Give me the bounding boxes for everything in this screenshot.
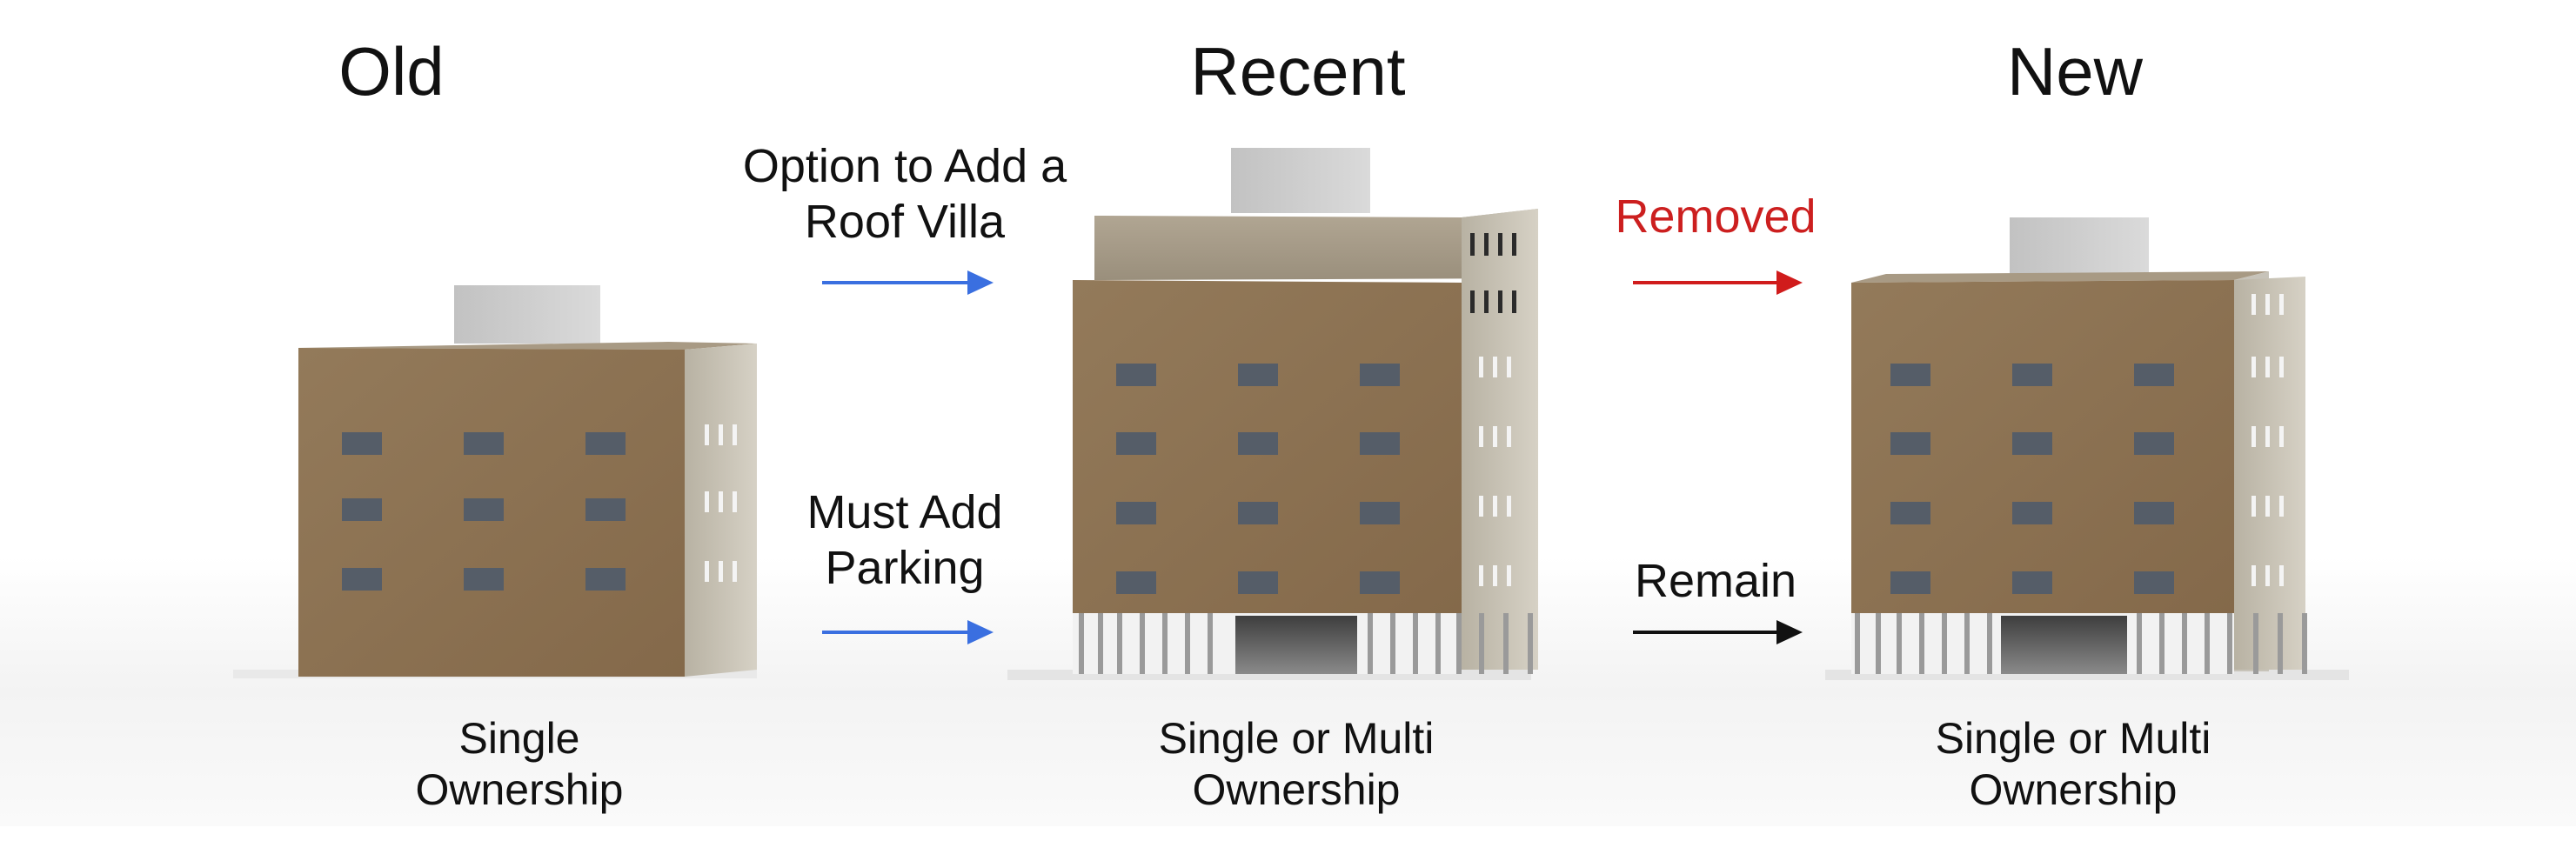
recent-building-windows (1116, 364, 1400, 594)
new-building-penthouse (2010, 217, 2149, 278)
ownership-label-old-line2: Ownership (415, 765, 624, 814)
new-parking-garage (2001, 616, 2127, 674)
old-building (233, 285, 757, 678)
old-building-windows (342, 432, 626, 591)
recent-building-penthouse (1231, 148, 1370, 213)
new-building-side-wall (2234, 277, 2305, 670)
ownership-label-new: Single or Multi Ownership (1812, 713, 2334, 816)
recent-roof-villa (1094, 209, 1538, 280)
recent-parking-garage (1235, 616, 1357, 674)
arrow-must-add-parking (822, 620, 994, 644)
ownership-label-new-line1: Single or Multi (1935, 714, 2211, 763)
old-building-penthouse (454, 285, 600, 344)
label-must-add-parking: Must Add Parking (687, 485, 1122, 596)
label-option-roof-villa-line2: Roof Villa (804, 195, 1006, 248)
stage-title-recent: Recent (1190, 33, 1406, 110)
ownership-label-old: Single Ownership (302, 713, 737, 816)
new-building (1825, 217, 2349, 680)
recent-roof-villa-windows (1470, 233, 1516, 313)
new-parking-pilotis (1855, 613, 2307, 674)
label-option-roof-villa: Option to Add a Roof Villa (644, 139, 1166, 250)
old-building-side-windows (705, 424, 737, 582)
old-building-roof (298, 342, 757, 350)
new-building-side-windows (2251, 294, 2284, 586)
label-must-add-parking-line2: Parking (825, 541, 985, 594)
recent-building-side-wall (1462, 209, 1538, 670)
label-remain: Remain (1634, 555, 1797, 607)
recent-building (1007, 148, 1538, 680)
arrow-option-roof-villa (822, 270, 994, 295)
ownership-label-recent-line2: Ownership (1192, 765, 1401, 814)
new-building-windows (1890, 364, 2174, 594)
ownership-label-recent-line1: Single or Multi (1158, 714, 1435, 763)
recent-building-side-windows (1479, 357, 1511, 586)
ownership-label-new-line2: Ownership (1969, 765, 2178, 814)
stage-title-old: Old (338, 33, 445, 110)
arrow-removed (1633, 270, 1803, 295)
new-building-roof (1851, 271, 2269, 283)
ownership-label-old-line1: Single (458, 714, 580, 763)
arrow-remain (1633, 620, 1803, 644)
stage-title-new: New (2006, 33, 2144, 110)
label-removed: Removed (1615, 190, 1817, 243)
label-option-roof-villa-line1: Option to Add a (742, 140, 1067, 192)
label-must-add-parking-line1: Must Add (806, 486, 1003, 538)
ownership-label-recent: Single or Multi Ownership (1035, 713, 1557, 816)
recent-parking-pilotis (1079, 613, 1533, 674)
